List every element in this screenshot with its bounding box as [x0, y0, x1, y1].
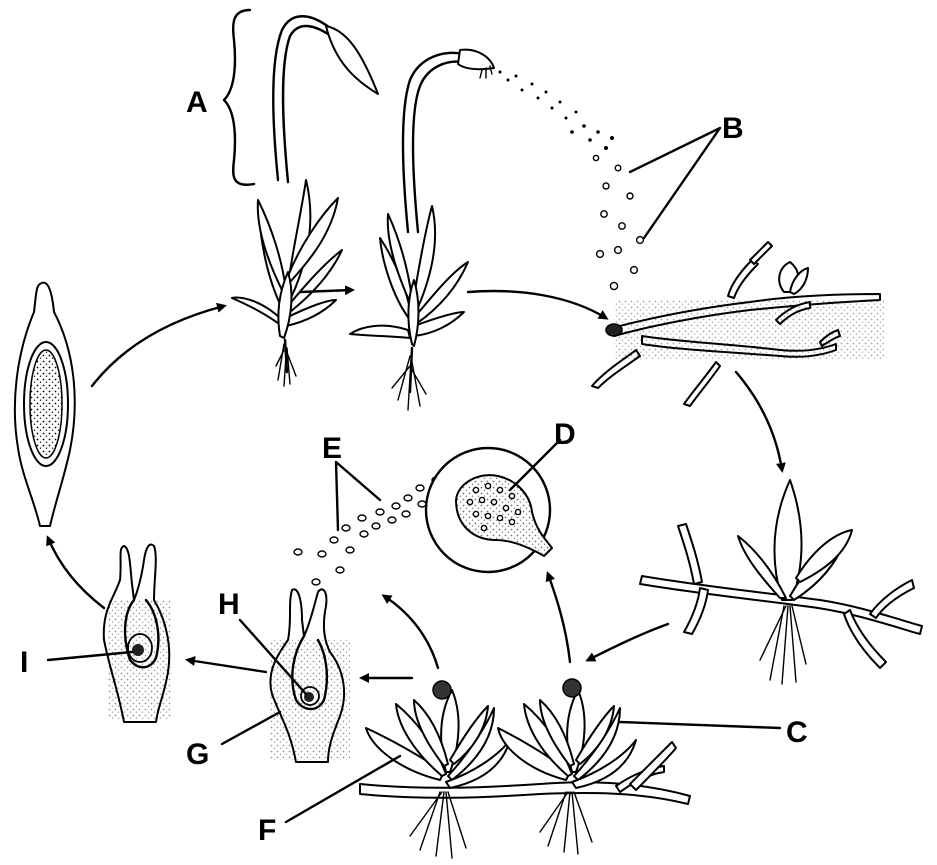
label-d: D: [554, 418, 576, 451]
young-gametophyte-on-protonema: [640, 480, 922, 684]
gametophyte-c: [498, 679, 636, 854]
antheridium-inset: D: [426, 418, 576, 572]
spore-cloud-b: B: [499, 71, 744, 290]
label-a: A: [186, 86, 208, 119]
sporophyte-open-capsule: [350, 50, 494, 410]
label-b: B: [722, 112, 744, 145]
developing-sporophyte-capsule: [15, 283, 75, 526]
leafy-gametophyte-2: [350, 206, 468, 410]
gametophyte-f: [366, 681, 510, 858]
archegonium-egg: H G: [186, 588, 350, 771]
label-i: I: [20, 646, 28, 679]
archegonium-zygote: I: [20, 545, 172, 722]
label-e: E: [322, 432, 342, 465]
label-c: C: [786, 716, 808, 749]
label-g: G: [186, 738, 209, 771]
label-f: F: [258, 814, 276, 847]
label-h: H: [218, 588, 240, 621]
leafy-gametophyte-1: [232, 180, 342, 386]
sporophyte-closed-capsule: A: [186, 10, 378, 386]
